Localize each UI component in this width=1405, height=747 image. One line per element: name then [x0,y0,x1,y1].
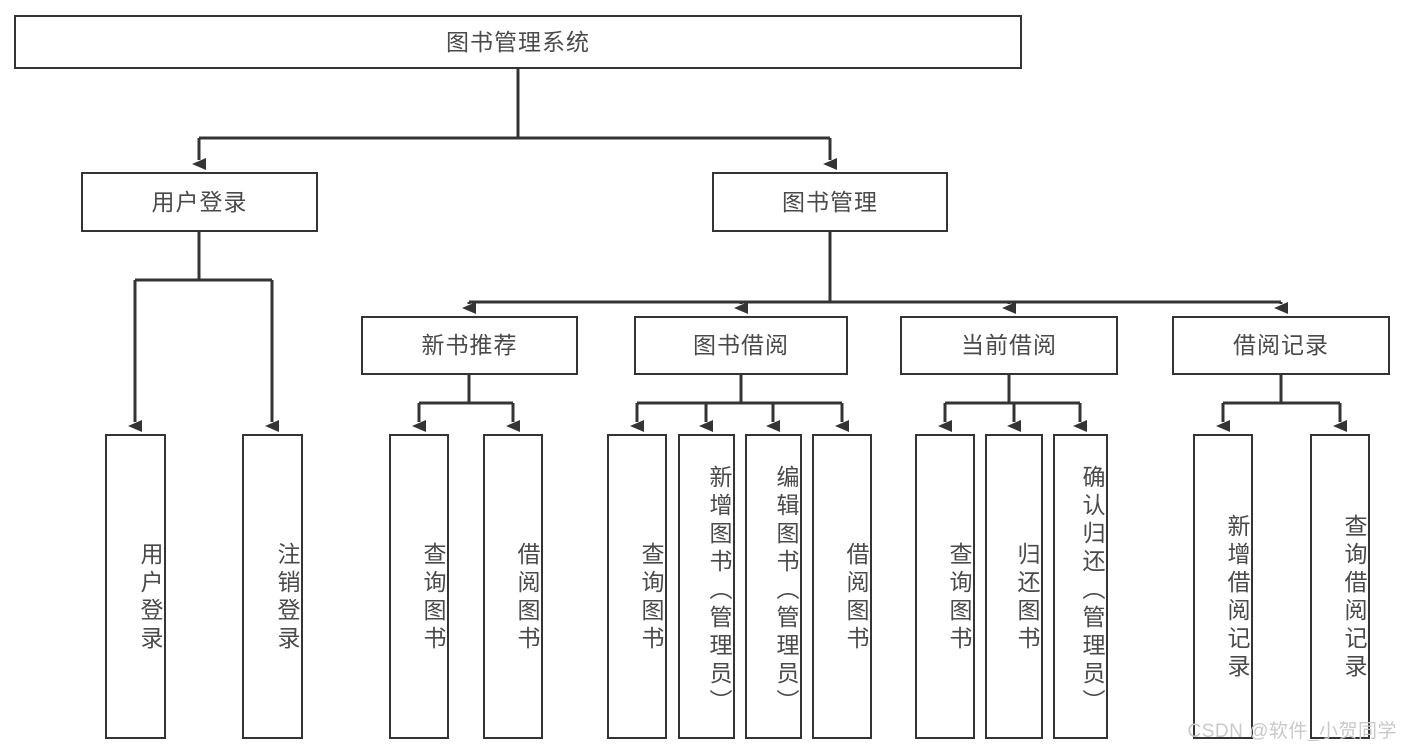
node-leaf-query-record-label: 查询借阅记录 [1341,513,1367,682]
node-leaf-query-book-2[interactable]: 查询图书 [607,434,667,739]
node-new-book-rec[interactable]: 新书推荐 [361,316,578,375]
node-leaf-query-book-1[interactable]: 查询图书 [389,434,449,739]
node-leaf-edit-book[interactable]: 编辑图书（管理员） [745,434,802,739]
node-borrow-record-label: 借阅记录 [1233,332,1329,359]
node-leaf-return-book-label: 归还图书 [1014,541,1040,654]
node-leaf-confirm-return-label: 确认归还（管理员） [1079,464,1105,717]
node-leaf-add-record[interactable]: 新增借阅记录 [1193,434,1253,739]
node-root-label: 图书管理系统 [446,28,590,55]
node-leaf-query-book-1-label: 查询图书 [420,541,446,654]
node-leaf-return-book[interactable]: 归还图书 [985,434,1043,739]
node-book-borrow[interactable]: 图书借阅 [634,316,848,375]
node-root[interactable]: 图书管理系统 [14,15,1022,69]
node-leaf-borrow-book-2[interactable]: 借阅图书 [812,434,872,739]
node-leaf-borrow-book-2-label: 借阅图书 [843,541,869,654]
node-borrow-record[interactable]: 借阅记录 [1172,316,1390,375]
node-leaf-add-book-label: 新增图书（管理员） [706,464,732,717]
node-leaf-query-book-3[interactable]: 查询图书 [915,434,975,739]
node-book-admin[interactable]: 图书管理 [712,172,948,232]
watermark: CSDN @软件_小贺同学 [1187,721,1397,742]
node-leaf-edit-book-label: 编辑图书（管理员） [773,464,799,717]
node-leaf-user-login[interactable]: 用户登录 [105,434,166,739]
node-current-borrow-label: 当前借阅 [961,332,1057,359]
node-leaf-user-logout[interactable]: 注销登录 [242,434,303,739]
node-leaf-query-book-3-label: 查询图书 [946,541,972,654]
node-leaf-query-book-2-label: 查询图书 [638,541,664,654]
node-book-admin-label: 图书管理 [782,188,878,215]
node-book-borrow-label: 图书借阅 [693,332,789,359]
node-leaf-user-login-label: 用户登录 [137,541,163,654]
node-current-borrow[interactable]: 当前借阅 [900,316,1118,375]
node-new-book-rec-label: 新书推荐 [421,332,518,359]
node-leaf-borrow-book-1[interactable]: 借阅图书 [483,434,543,739]
node-user-login-label: 用户登录 [151,188,248,215]
node-leaf-confirm-return[interactable]: 确认归还（管理员） [1053,434,1108,739]
node-leaf-user-logout-label: 注销登录 [274,541,300,654]
node-user-login[interactable]: 用户登录 [81,172,318,232]
node-leaf-borrow-book-1-label: 借阅图书 [514,541,540,654]
node-leaf-add-book[interactable]: 新增图书（管理员） [678,434,735,739]
node-leaf-query-record[interactable]: 查询借阅记录 [1310,434,1370,739]
node-leaf-add-record-label: 新增借阅记录 [1224,513,1250,682]
